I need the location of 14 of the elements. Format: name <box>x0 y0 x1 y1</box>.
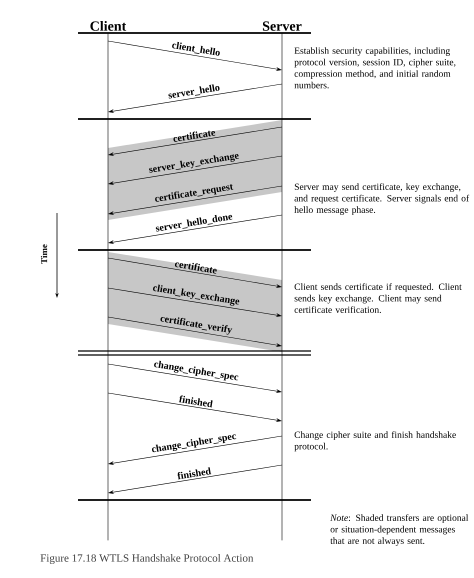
edge-label: finished <box>177 467 212 480</box>
edge-label: certificate <box>174 262 217 274</box>
edge-label: client_hello <box>172 42 220 56</box>
lifeline: Client <box>90 20 126 541</box>
note-text: Establish security capabilities, including protocol version, session ID, cipher suite, compression method, and initial random numbers. <box>294 47 456 88</box>
note-text: Server may send certificate, key exchange, and request certificate. Server signals end of hello message phase. <box>294 183 470 215</box>
edge-label: finished <box>178 395 213 408</box>
note-text: Change cipher suite and finish handshake protocol. <box>294 431 456 452</box>
axis-label: Time <box>40 244 48 264</box>
edge-label: server_hello <box>168 84 220 98</box>
caption: Figure 17.18 WTLS Handshake Protocol Action <box>40 554 254 564</box>
note-text: Client sends certificate if requested. Client sends key exchange. Client may send certificate verification. <box>294 283 462 314</box>
note-text: Note: Shaded transfers are optional or situation-dependent messages that are not always sent. <box>330 514 468 546</box>
edge-label: certificate <box>173 130 216 142</box>
